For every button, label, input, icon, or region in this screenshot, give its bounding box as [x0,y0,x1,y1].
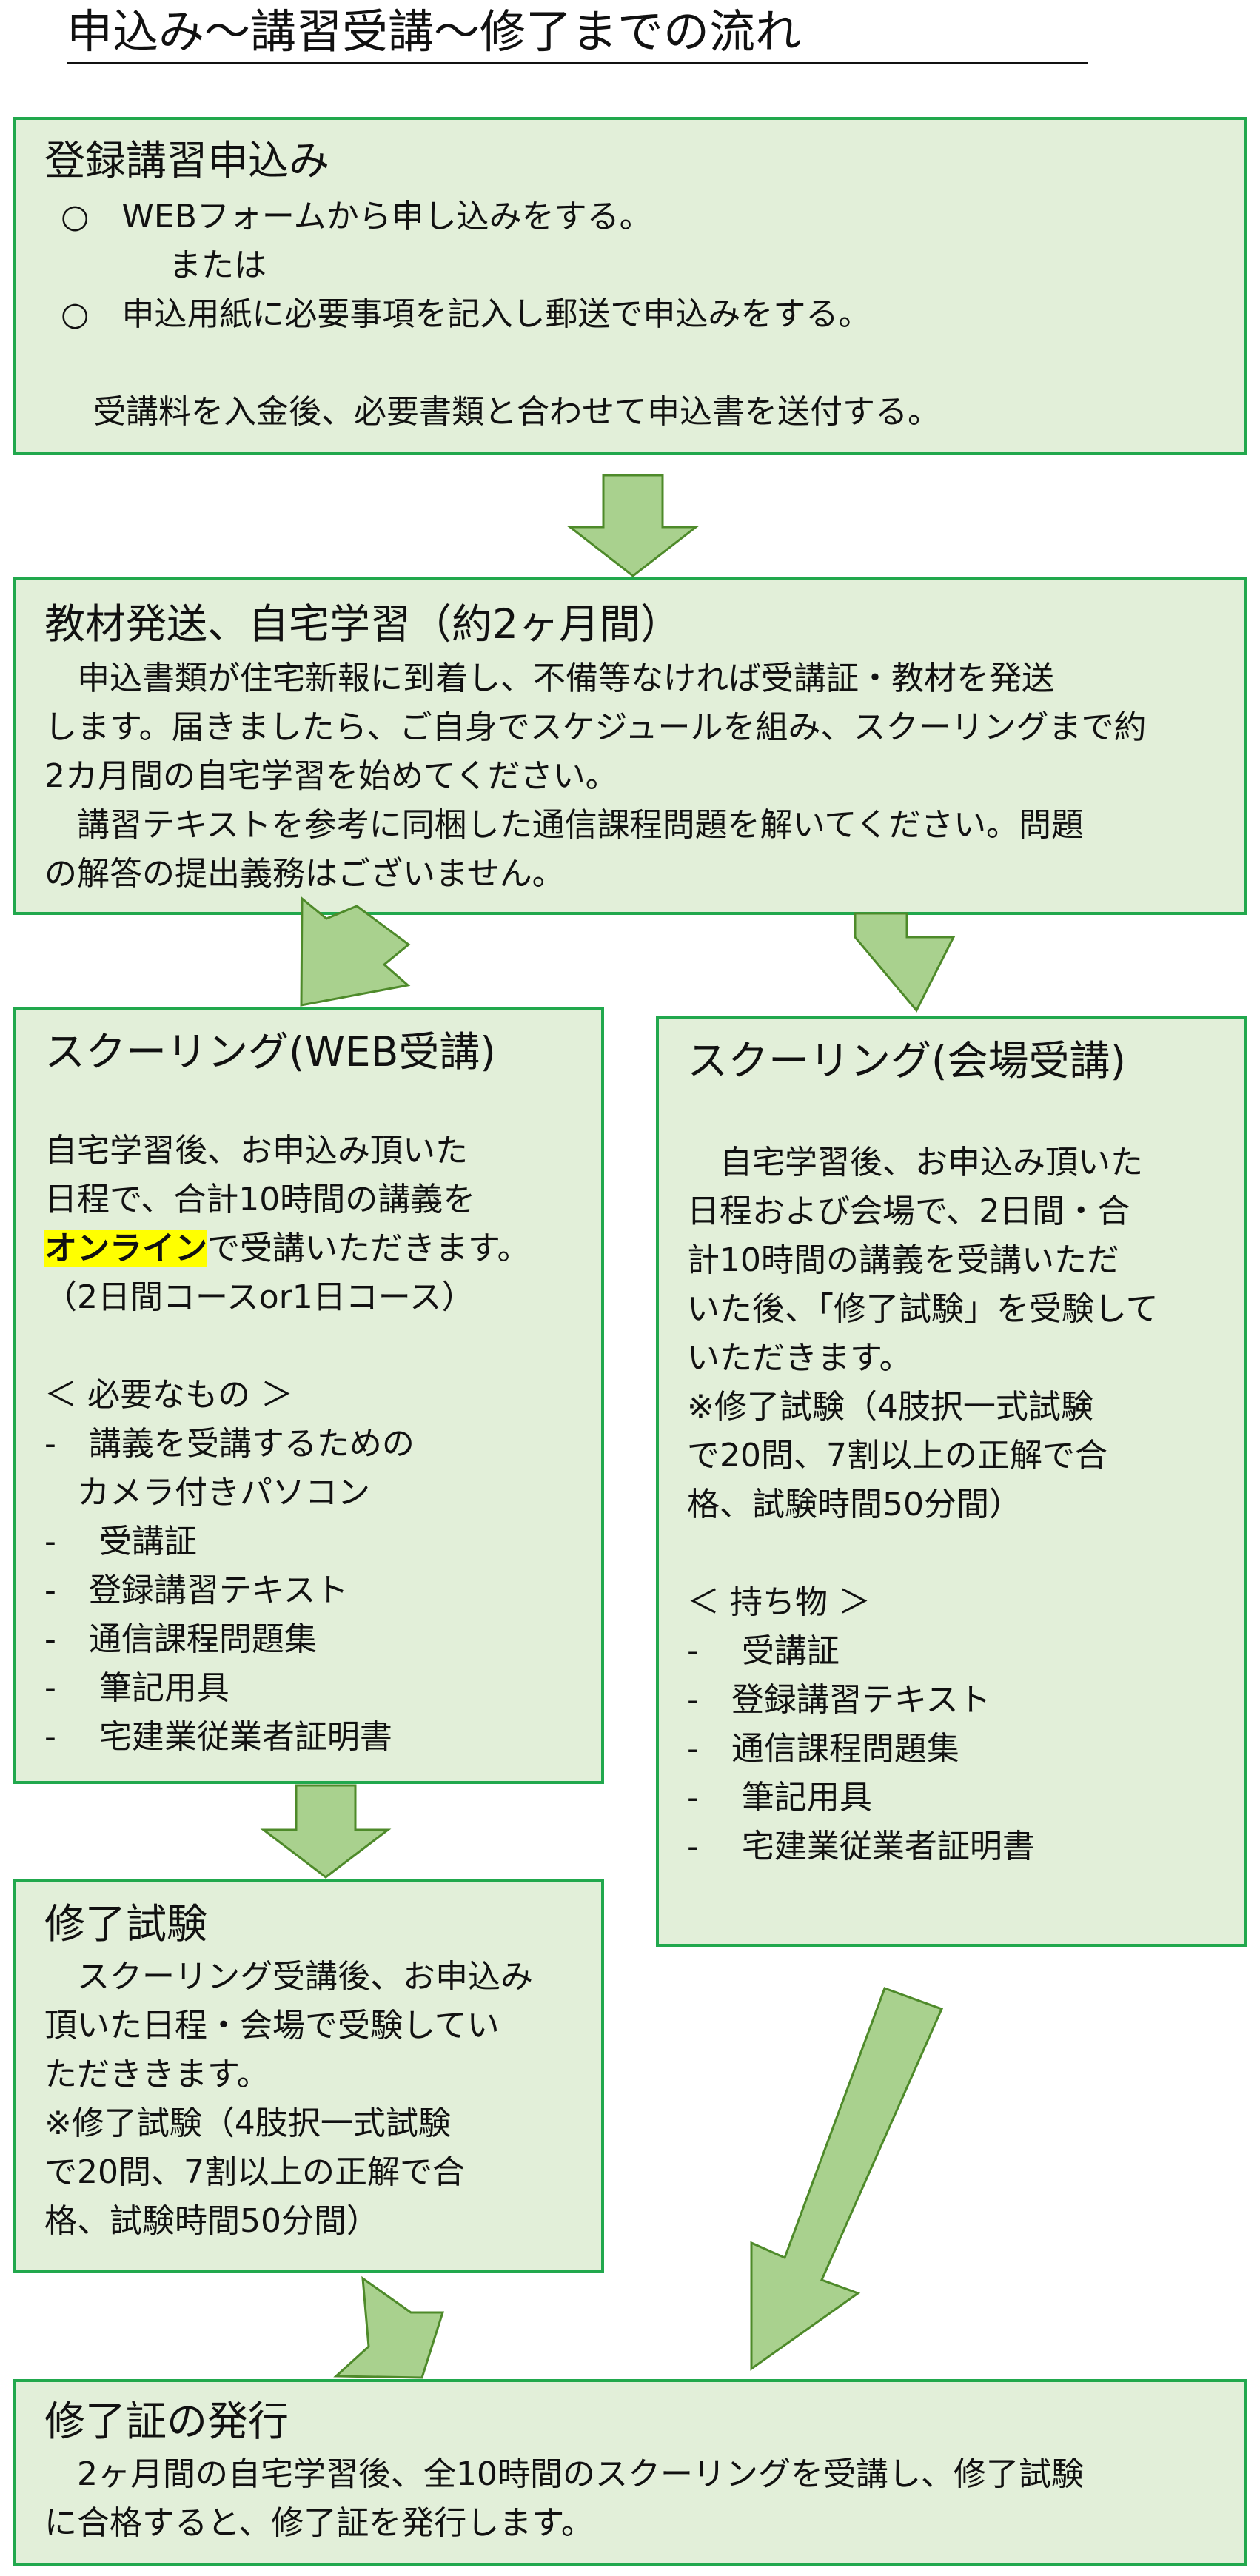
online-highlight: オンライン [44,1230,207,1267]
step-venue-schooling-box: スクーリング(会場受講) 自宅学習後、お申込み頂いた 日程および会場で、2日間・… [656,1016,1247,1947]
step-venue-schooling-title: スクーリング(会場受講) [687,1037,1126,1084]
text-line: - 登録講習テキスト [44,1572,349,1609]
text-line: スクーリング受講後、お申込み [44,1958,533,1996]
text-line: - 通信課程問題集 [44,1620,317,1658]
arrow-down-right-icon [333,2275,445,2379]
text-line: - 通信課程問題集 [687,1730,959,1768]
text-line: で20問、7割以上の正解で合 [687,1437,1107,1475]
text-line: 日程および会場で、2日間・合 [687,1193,1130,1230]
text-line: の解答の提出義務はございません。 [44,855,565,893]
step-application-box: 登録講習申込み ○ WEBフォームから申し込みをする。 または ○ 申込用紙に必… [13,117,1247,455]
step-web-schooling-box: スクーリング(WEB受講) 自宅学習後、お申込み頂いた 日程で、合計10時間の講… [13,1007,604,1784]
step-certificate-title: 修了証の発行 [44,2398,289,2445]
text-line: 格、試験時間50分間） [44,2202,379,2240]
text-segment: で受講いただきます。 [207,1230,530,1267]
step-home-study-title: 教材発送、自宅学習（約2ヶ月間） [44,600,681,648]
text-line: いた後、「修了試験」を受験して [687,1290,1159,1328]
text-line: オンラインで受講いただきます。 [44,1224,530,1273]
text-line: カメラ付きパソコン [44,1474,370,1512]
text-line: 受講料を入金後、必要書類と合わせて申込書を送付する。 [61,393,940,431]
text-line: - 登録講習テキスト [687,1681,991,1719]
arrow-down-left-icon [300,896,411,1007]
text-line: 申込書類が住宅新報に到着し、不備等なければ受講証・教材を発送 [44,660,1054,697]
step-certificate-box: 修了証の発行 2ヶ月間の自宅学習後、全10時間のスクーリングを受講し、修了試験 … [13,2379,1247,2566]
text-line: 日程で、合計10時間の講義を [44,1181,476,1218]
step-web-schooling-text: 自宅学習後、お申込み頂いた 日程で、合計10時間の講義を オンラインで受講いただ… [44,1127,530,1762]
step-home-study-box: 教材発送、自宅学習（約2ヶ月間） 申込書類が住宅新報に到着し、不備等なければ受講… [13,577,1247,915]
text-line: ○ WEBフォームから申し込みをする。 [61,198,652,235]
text-line: - 筆記用具 [687,1779,872,1817]
text-line: 自宅学習後、お申込み頂いた [687,1144,1143,1181]
text-line: ＜ 必要なもの ＞ [44,1376,293,1414]
arrow-down-left-icon [750,1987,944,2371]
title-underline [67,62,1088,64]
step-application-title: 登録講習申込み [44,137,330,184]
arrow-down-icon [260,1784,392,1879]
text-line: ＜ 持ち物 ＞ [687,1583,871,1621]
text-line: 2カ月間の自宅学習を始めてください。 [44,757,618,795]
page-title: 申込み～講習受講～修了までの流れ [67,4,802,58]
arrow-down-right-icon [854,912,956,1013]
text-line: 格、試験時間50分間） [687,1486,1022,1523]
step-application-text: ○ WEBフォームから申し込みをする。 または ○ 申込用紙に必要事項を記入し郵… [61,192,940,437]
text-line: ※修了試験（4肢択一式試験 [687,1388,1093,1426]
step-web-schooling-title: スクーリング(WEB受講) [44,1028,496,1076]
step-completion-exam-text: スクーリング受講後、お申込み 頂いた日程・会場で受験してい ただききます。 ※修… [44,1953,533,2246]
text-line: で20問、7割以上の正解で合 [44,2153,465,2191]
text-line: いただきます。 [687,1339,912,1377]
text-line: 頂いた日程・会場で受験してい [44,2007,500,2045]
text-line: - 筆記用具 [44,1669,229,1707]
text-line: します。届きましたら、ご自身でスケジュールを組み、スクーリングまで約 [44,708,1147,746]
step-venue-schooling-text: 自宅学習後、お申込み頂いた 日程および会場で、2日間・合 計10時間の講義を受講… [687,1138,1159,1871]
step-completion-exam-title: 修了試験 [44,1900,208,1948]
text-line: に合格すると、修了証を発行します。 [44,2504,594,2542]
step-certificate-text: 2ヶ月間の自宅学習後、全10時間のスクーリングを受講し、修了試験 に合格すると、… [44,2450,1084,2548]
text-line: - 受講証 [687,1632,840,1670]
text-line: ただききます。 [44,2056,269,2093]
text-line: 計10時間の講義を受講いただ [687,1241,1119,1279]
text-line: 2ヶ月間の自宅学習後、全10時間のスクーリングを受講し、修了試験 [44,2455,1084,2493]
text-line: または [61,246,267,284]
text-line: - 宅建業従業者証明書 [44,1718,392,1756]
text-line: - 講義を受講するための [44,1425,415,1463]
text-line: （2日間コースor1日コース） [44,1278,475,1316]
text-line: - 受講証 [44,1523,197,1560]
text-line: ※修了試験（4肢択一式試験 [44,2104,451,2142]
arrow-down-icon [566,474,700,577]
step-home-study-text: 申込書類が住宅新報に到着し、不備等なければ受講証・教材を発送 します。届きました… [44,654,1147,899]
text-line: 講習テキストを参考に同梱した通信課程問題を解いてください。問題 [44,806,1085,844]
step-completion-exam-box: 修了試験 スクーリング受講後、お申込み 頂いた日程・会場で受験してい ただききま… [13,1879,604,2273]
text-line: ○ 申込用紙に必要事項を記入し郵送で申込みをする。 [61,295,871,333]
text-line: - 宅建業従業者証明書 [687,1828,1035,1865]
text-line: 自宅学習後、お申込み頂いた [44,1132,468,1170]
